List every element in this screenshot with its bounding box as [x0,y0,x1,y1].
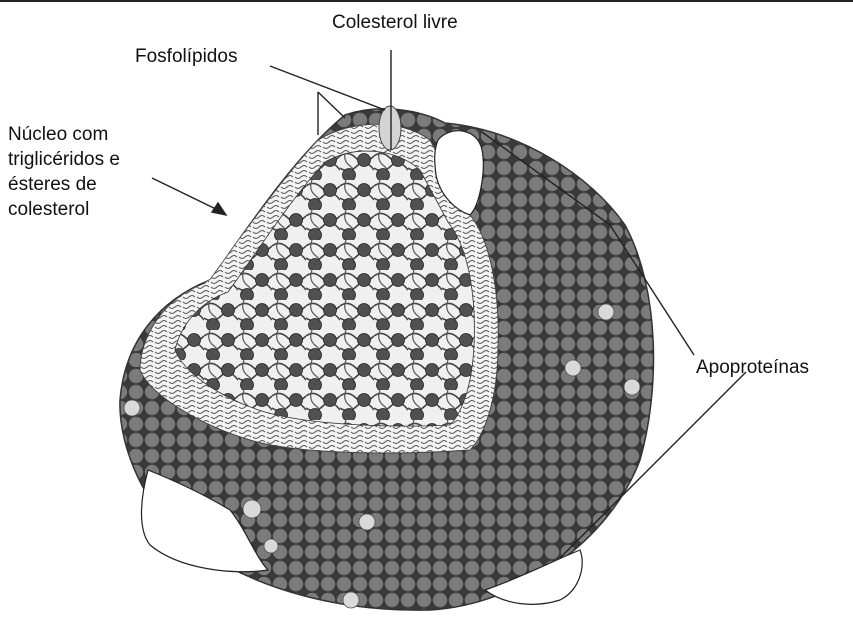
pale-sphere [359,514,375,530]
label-core-line: ésteres de [8,172,120,197]
label-free-cholesterol: Colesterol livre [332,10,458,35]
label-phospholipids: Fosfolípidos [135,44,237,69]
pale-sphere [124,400,140,416]
leader-fosfolipidos [270,66,385,110]
leader-nucleo [152,178,222,212]
leader-fosfolipidos-branch2 [318,92,345,118]
pale-sphere [343,592,359,608]
leader-nucleo-arrowhead [212,203,226,215]
label-core: Núcleo com triglicéridos e ésteres de co… [8,122,120,222]
label-apoproteins: Apoproteínas [696,355,809,380]
label-core-line: triglicéridos e [8,147,120,172]
free-cholesterol-molecule [379,106,401,150]
label-core-line: colesterol [8,197,120,222]
pale-sphere [243,500,261,518]
pale-sphere [565,360,581,376]
pale-sphere [624,379,640,395]
pale-sphere [264,539,278,553]
pale-sphere [598,304,614,320]
label-core-line: Núcleo com [8,122,120,147]
